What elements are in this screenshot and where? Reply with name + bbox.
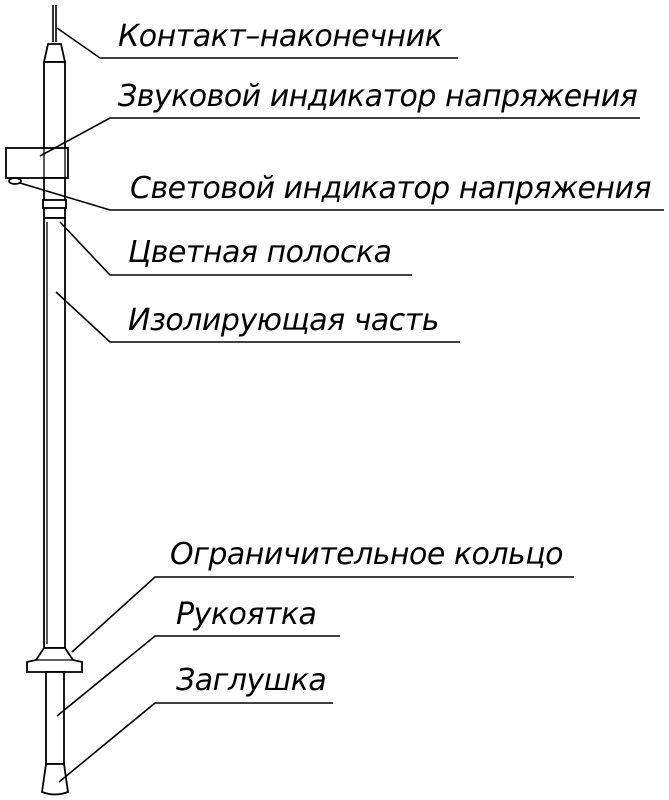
contact-tip bbox=[52, 5, 57, 42]
leader-handle bbox=[56, 635, 340, 717]
leader-sound-indicator bbox=[39, 117, 640, 157]
device-drawing bbox=[5, 5, 83, 796]
label-insulating-part: Изолирующая часть bbox=[128, 303, 439, 338]
indicator-lower-section bbox=[43, 177, 66, 219]
leader-limiting-ring bbox=[71, 576, 574, 653]
label-light-indicator: Световой индикатор напряжения bbox=[130, 171, 652, 206]
indicator-head bbox=[43, 61, 66, 151]
leader-color-stripe bbox=[59, 221, 412, 276]
tip-cone bbox=[42, 43, 67, 63]
labels: Контакт–наконечник Звуковой индикатор на… bbox=[118, 19, 652, 698]
leader-insulating-part bbox=[55, 291, 460, 343]
label-limiting-ring: Ограничительное кольцо bbox=[170, 537, 563, 572]
label-color-stripe: Цветная полоска bbox=[128, 235, 391, 270]
label-sound-indicator: Звуковой индикатор напряжения bbox=[118, 79, 638, 114]
leader-contact-tip bbox=[56, 27, 458, 59]
end-cap bbox=[41, 763, 69, 796]
leader-end-cap bbox=[58, 702, 333, 783]
handle bbox=[45, 671, 65, 765]
leader-light-indicator bbox=[19, 182, 664, 211]
light-indicator-lamp bbox=[8, 177, 22, 185]
leader-lines bbox=[19, 27, 664, 783]
label-contact-tip: Контакт–наконечник bbox=[118, 19, 443, 54]
label-end-cap: Заглушка bbox=[176, 663, 326, 698]
sound-indicator-block bbox=[5, 147, 69, 179]
label-handle: Рукоятка bbox=[176, 597, 316, 632]
color-stripe bbox=[42, 199, 67, 209]
